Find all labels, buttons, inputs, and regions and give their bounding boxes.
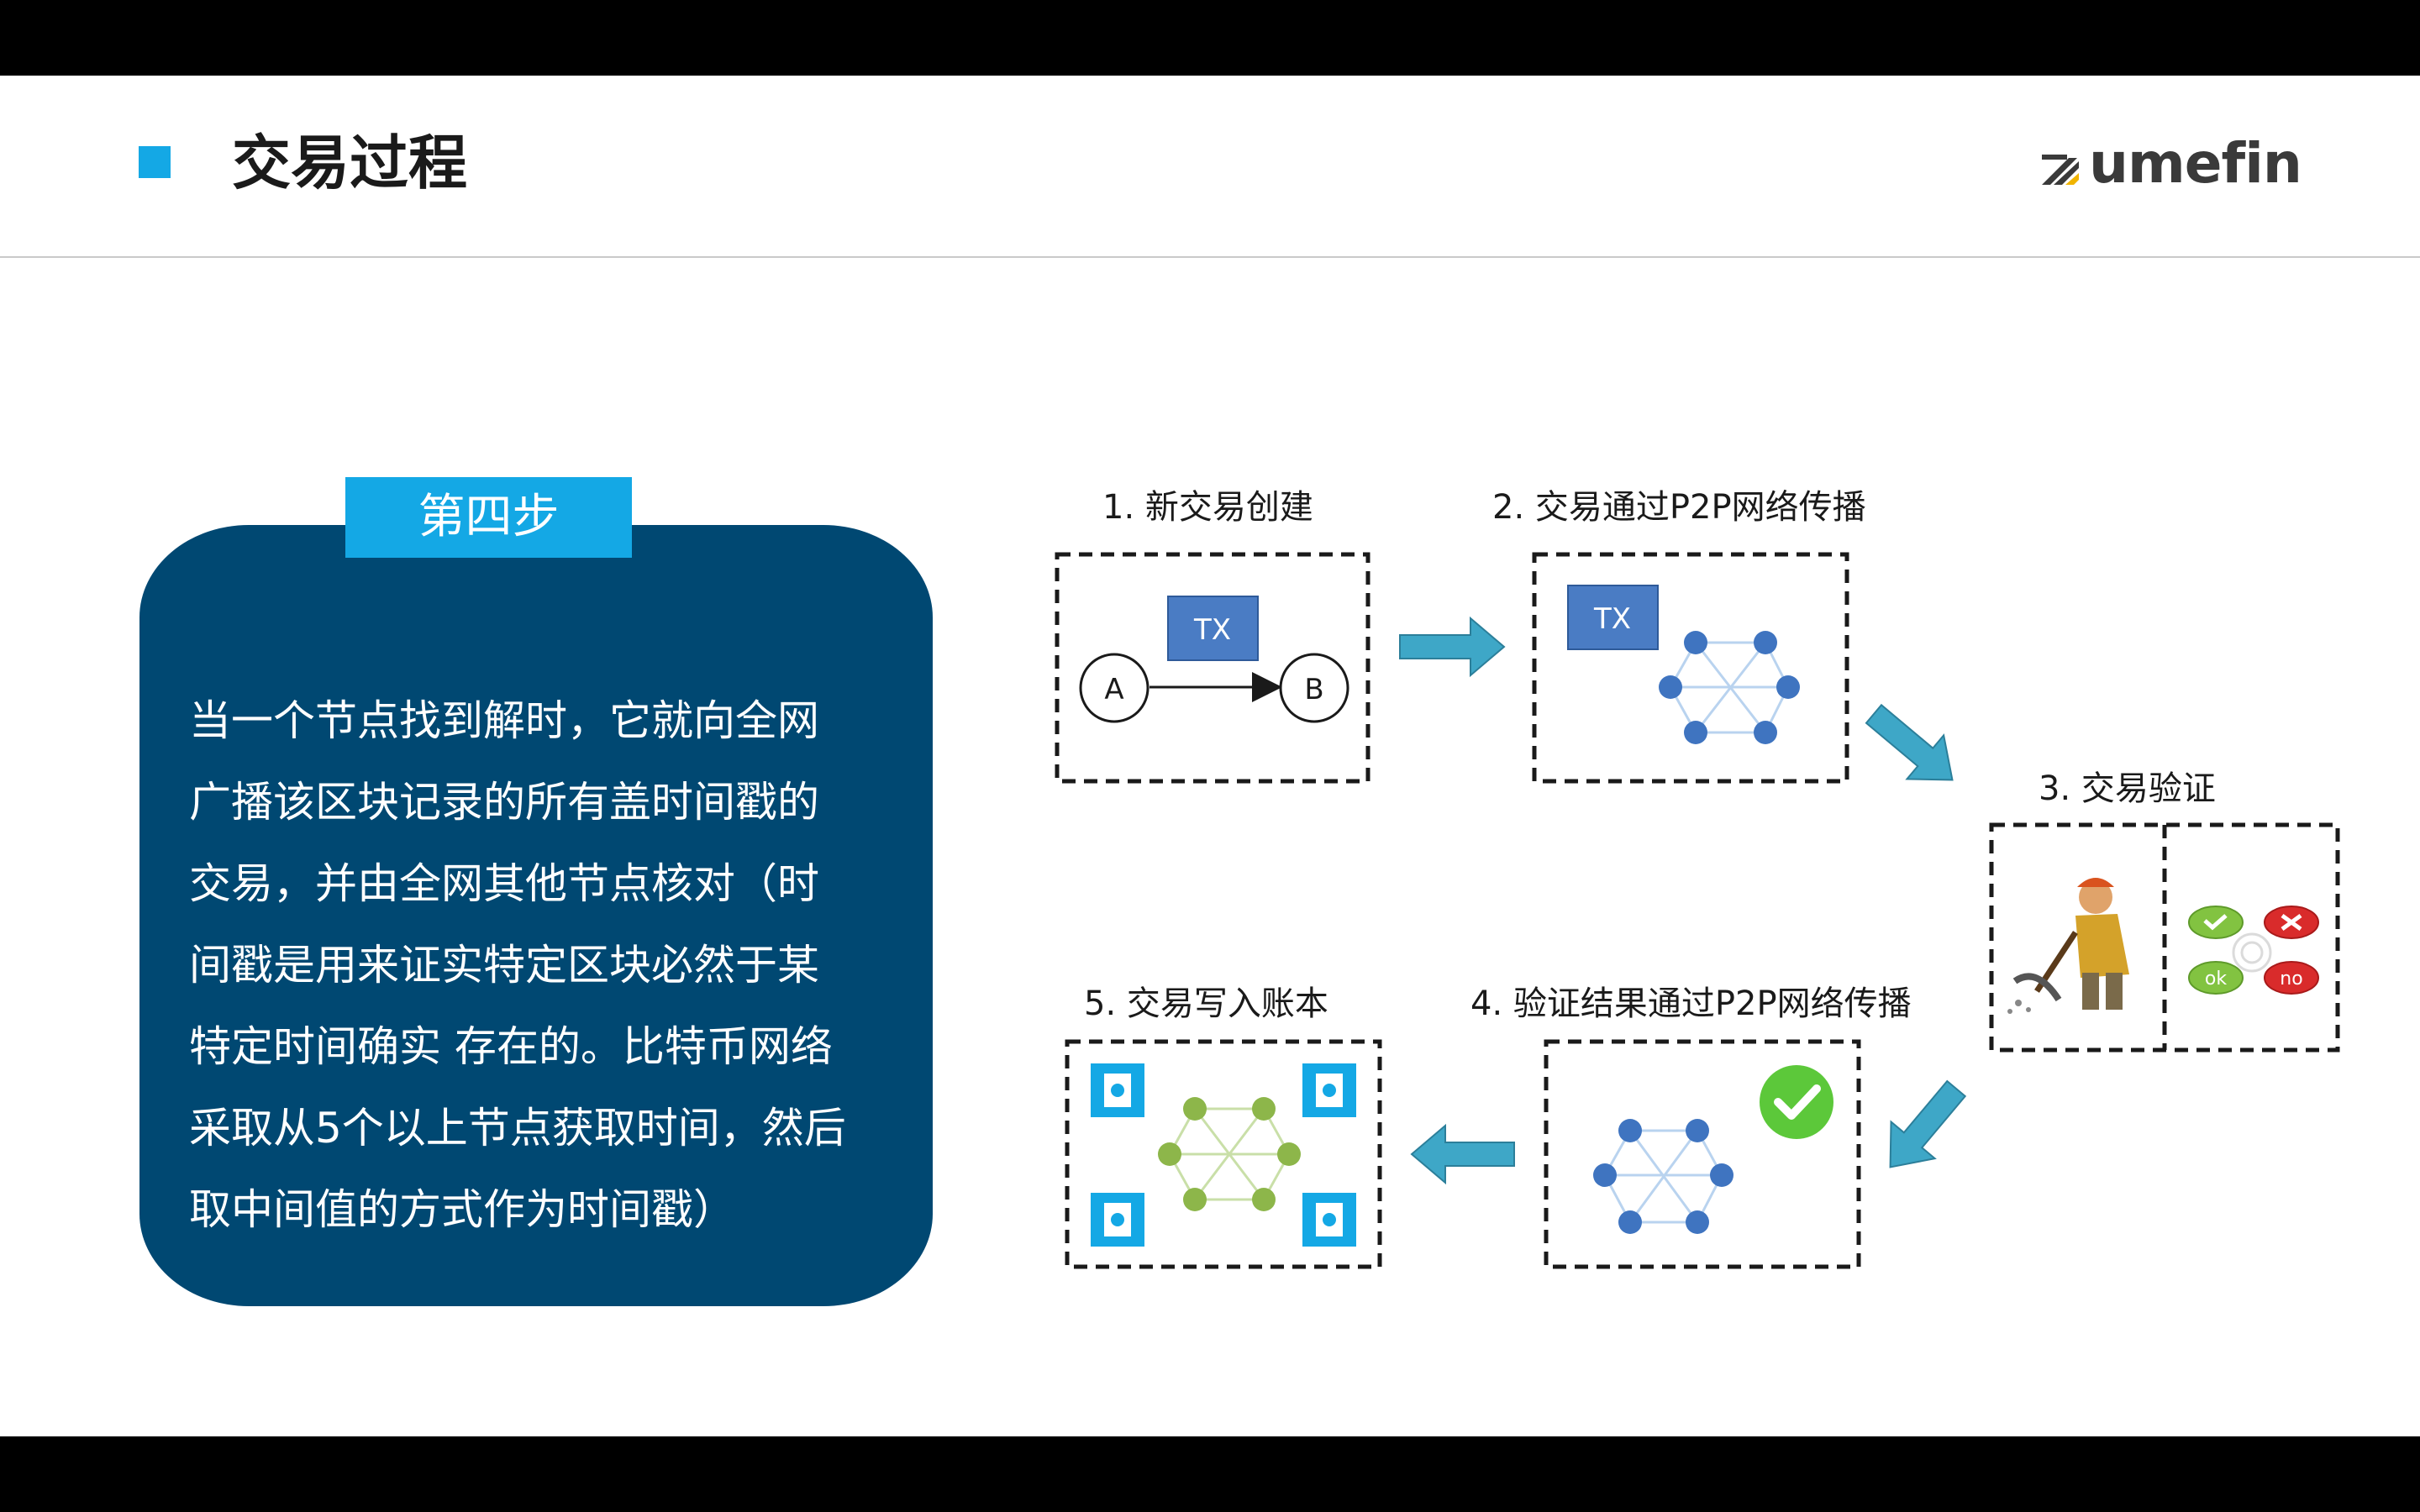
flow-arrow-right-icon <box>1399 616 1506 678</box>
checkmark-icon <box>1760 1065 1833 1139</box>
ok-button-icon <box>2188 906 2244 939</box>
flow-arrow-left-icon <box>1410 1123 1515 1185</box>
no-label-button-icon: no <box>2264 961 2319 995</box>
step-text-line: 采取从5个以上节点获取时间，然后 <box>189 1104 846 1152</box>
step4-title: 4. 验证结果通过P2P网络传播 <box>1470 984 1912 1023</box>
title-bullet-square <box>139 146 171 178</box>
node-a: A <box>1079 653 1150 723</box>
step1-title: 1. 新交易创建 <box>1102 488 1313 527</box>
step-text-line: 交易，并由全网其他节点核对（时 <box>189 859 819 908</box>
ledger-book-icon <box>1302 1193 1356 1247</box>
tx-label: TX <box>1593 602 1631 636</box>
flow-arrow-down-left-icon <box>1889 1079 1967 1168</box>
page-title: 交易过程 <box>232 129 467 197</box>
transaction-process-diagram: 1. 新交易创建 TX A B 2. 交易通过P2P网络传播 TX <box>1055 488 2340 1269</box>
ledger-book-icon <box>1091 1063 1144 1117</box>
tx-block: TX <box>1567 585 1659 650</box>
header-divider <box>0 256 2420 258</box>
ledger-book-icon <box>1302 1063 1356 1117</box>
step-text-line: 广播该区块记录的所有盖时间戳的 <box>189 778 819 827</box>
node-b: B <box>1279 653 1349 723</box>
step-text-line: 取中间值的方式作为时间戳） <box>189 1185 735 1234</box>
step4-box <box>1544 1039 1861 1269</box>
spiral-watermark-icon <box>2232 932 2272 973</box>
slide: 交易过程 umefin 第四步 当一个节点找到解时，它就向全网 广播该区块记录的… <box>0 76 2420 1436</box>
step2-box <box>1532 552 1849 784</box>
step-text-line: 间戳是用来证实特定区块必然于某 <box>189 941 819 990</box>
logo-wordmark: umefin <box>2089 131 2302 196</box>
p2p-network-green-icon <box>1158 1097 1301 1211</box>
step5-box <box>1065 1039 1382 1269</box>
umefin-logo: umefin <box>2042 131 2302 196</box>
logo-mark-icon <box>2042 155 2079 185</box>
ok-label: ok <box>2205 969 2227 990</box>
tx-block: TX <box>1167 596 1259 661</box>
step5-title: 5. 交易写入账本 <box>1084 984 1328 1023</box>
reject-button-icon <box>2264 906 2319 939</box>
step2-title: 2. 交易通过P2P网络传播 <box>1492 488 1866 527</box>
step3-title: 3. 交易验证 <box>2039 769 2216 808</box>
step1-box <box>1055 552 1370 784</box>
flow-arrow-down-right-icon <box>1865 703 1954 781</box>
node-a-label: A <box>1104 673 1123 706</box>
ok-label-button-icon: ok <box>2188 961 2244 995</box>
step-badge: 第四步 <box>345 477 632 558</box>
ledger-book-icon <box>1091 1193 1144 1247</box>
step-text-line: 特定时间确实 存在的。比特币网络 <box>189 1022 833 1071</box>
node-b-label: B <box>1304 673 1323 706</box>
step-text-line: 当一个节点找到解时，它就向全网 <box>189 696 819 745</box>
miner-icon <box>2007 878 2129 1014</box>
tx-label: TX <box>1193 613 1231 647</box>
step-card <box>139 525 933 1306</box>
step-description: 当一个节点找到解时，它就向全网 广播该区块记录的所有盖时间戳的 交易，并由全网其… <box>189 680 912 1251</box>
p2p-network-blue-icon <box>1659 631 1800 744</box>
p2p-network-blue-icon <box>1593 1119 1733 1234</box>
no-label: no <box>2280 969 2302 990</box>
